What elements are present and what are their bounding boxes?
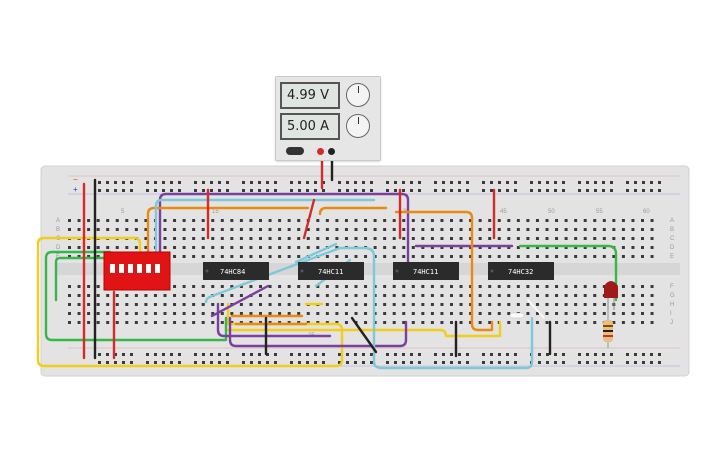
wire-green-2 <box>54 256 122 302</box>
wire-purple-5 <box>210 284 270 318</box>
col-num-55: 55 <box>596 209 603 215</box>
wire-green-3 <box>518 244 618 302</box>
positive-terminal[interactable] <box>317 148 324 155</box>
row-letter-d-right: D <box>670 245 675 251</box>
chip-label: 74HC32 <box>508 268 533 276</box>
resistor[interactable] <box>603 310 613 348</box>
wire-purple-3 <box>228 316 408 348</box>
row-letter-e: E <box>56 254 60 260</box>
chip-74hc84[interactable]: 74HC84 <box>203 262 269 280</box>
voltage-display: 4.99 V <box>280 82 340 109</box>
led[interactable] <box>604 281 618 310</box>
col-num-60: 60 <box>643 209 650 215</box>
wire-yellow-2 <box>226 320 502 338</box>
wire-purple-2 <box>216 302 332 338</box>
power-supply[interactable]: 4.99 V 5.00 A <box>275 76 381 161</box>
col-num-45: 45 <box>500 209 507 215</box>
col-num-5: 5 <box>121 209 125 215</box>
row-letter-h-right: H <box>670 302 674 308</box>
chip-body <box>298 262 364 280</box>
row-letters: A B C D E A B C D E F G H I J <box>56 218 675 326</box>
dip-toggle[interactable] <box>110 264 115 273</box>
row-letter-c-right: C <box>670 236 675 242</box>
row-letter-d: D <box>56 245 61 251</box>
row-letter-g-right: G <box>670 293 675 299</box>
chip-body <box>393 262 459 280</box>
voltage-knob[interactable] <box>346 83 370 107</box>
row-letter-a: A <box>56 218 60 224</box>
wire-yellow-1 <box>36 236 344 368</box>
row-letter-i-right: I <box>670 311 672 317</box>
row-letter-j-right: J <box>670 320 673 326</box>
wire-cyan-2 <box>204 246 534 370</box>
wire-red-chip2 <box>302 198 316 240</box>
current-display: 5.00 A <box>280 113 340 140</box>
col-num-50: 50 <box>548 209 555 215</box>
wire-orange-3 <box>394 210 494 332</box>
wire-white-short <box>527 299 545 319</box>
row-letter-e-right: E <box>670 254 674 260</box>
dip-switch-toggles <box>110 264 160 273</box>
led-dome <box>604 281 618 298</box>
row-letter-a-right: A <box>670 218 674 224</box>
wire-cyan-3 <box>294 242 338 264</box>
chip-label: 74HC11 <box>318 268 343 276</box>
rail-plus-marker: + <box>73 185 78 194</box>
small-component[interactable] <box>509 312 525 319</box>
negative-terminal[interactable] <box>328 148 335 155</box>
chip-label: 74HC84 <box>220 268 245 276</box>
dip-toggle[interactable] <box>146 264 151 273</box>
chip-74hc11-a[interactable]: 74HC11 <box>298 262 364 280</box>
chip-body <box>488 262 554 280</box>
row-letter-b-right: B <box>670 227 674 233</box>
chip-label: 74HC11 <box>413 268 438 276</box>
col-num-15: 15 <box>212 209 219 215</box>
dip-toggle[interactable] <box>155 264 160 273</box>
wire-purple-1 <box>158 192 410 264</box>
dip-switch[interactable] <box>103 251 171 291</box>
chip-body <box>203 262 269 280</box>
rail-minus-marker: − <box>73 175 78 184</box>
row-letter-f-right: F <box>670 284 674 290</box>
chip-74hc32[interactable]: 74HC32 <box>488 262 554 280</box>
chip-74hc11-b[interactable]: 74HC11 <box>393 262 459 280</box>
wires <box>36 150 618 370</box>
dip-toggle[interactable] <box>137 264 142 273</box>
row-letter-b: B <box>56 227 60 233</box>
dip-toggle[interactable] <box>119 264 124 273</box>
dip-toggle[interactable] <box>128 264 133 273</box>
wire-orange-2 <box>318 206 388 216</box>
wire-black-chip2 <box>350 316 378 354</box>
wire-cyan-1 <box>154 198 376 254</box>
current-knob[interactable] <box>346 114 370 138</box>
wire-orange-1 <box>146 206 310 264</box>
power-switch[interactable] <box>286 147 304 155</box>
wire-green-1 <box>44 250 228 342</box>
